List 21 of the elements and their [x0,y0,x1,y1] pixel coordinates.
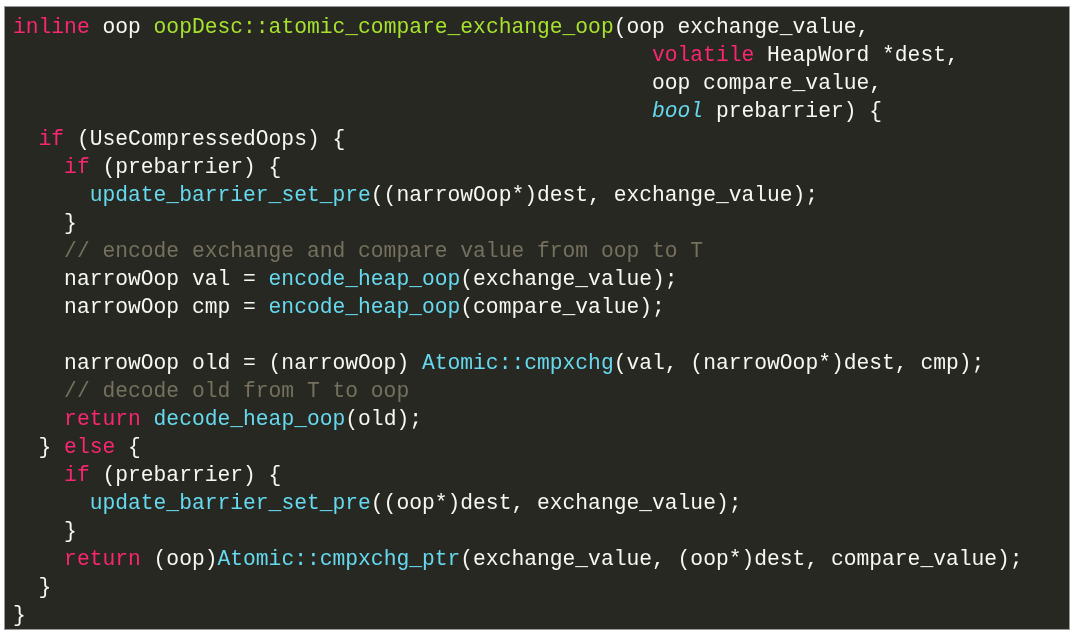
code-line: narrowOop old = (narrowOop) Atomic::cmpxchg(val, (narrowOop*)dest, cmp); [64,350,985,376]
code-line: } [64,210,77,236]
code-line: // encode exchange and compare value from oop to T [64,238,704,264]
code-line: bool prebarrier) { [652,98,883,124]
code-line: update_barrier_set_pre((narrowOop*)dest, exchange_value); [89,182,819,208]
code-line: return decode_heap_oop(old); [64,406,422,432]
code-line: return (oop)Atomic::cmpxchg_ptr(exchange_value, (oop*)dest, compare_value); [64,546,1023,572]
code-line: inline oop oopDesc::atomic_compare_exchange_oop(oop exchange_value, [13,14,870,40]
code-line: oop compare_value, [652,70,883,96]
code-line: } [38,574,52,600]
code-line: volatile HeapWord *dest, [652,42,959,68]
code-line: narrowOop val = encode_heap_oop(exchange_value); [64,266,678,292]
code-line: narrowOop cmp = encode_heap_oop(compare_value); [64,294,665,320]
code-line: // decode old from T to oop [64,378,410,404]
code-line: update_barrier_set_pre((oop*)dest, exchange_value); [89,490,742,516]
code-line: } else { [38,434,141,460]
code-line: if (UseCompressedOops) { [38,126,346,152]
code-line: } [13,602,26,628]
code-line: if (prebarrier) { [64,154,282,180]
code-line: } [64,518,77,544]
code-line: if (prebarrier) { [64,462,282,488]
